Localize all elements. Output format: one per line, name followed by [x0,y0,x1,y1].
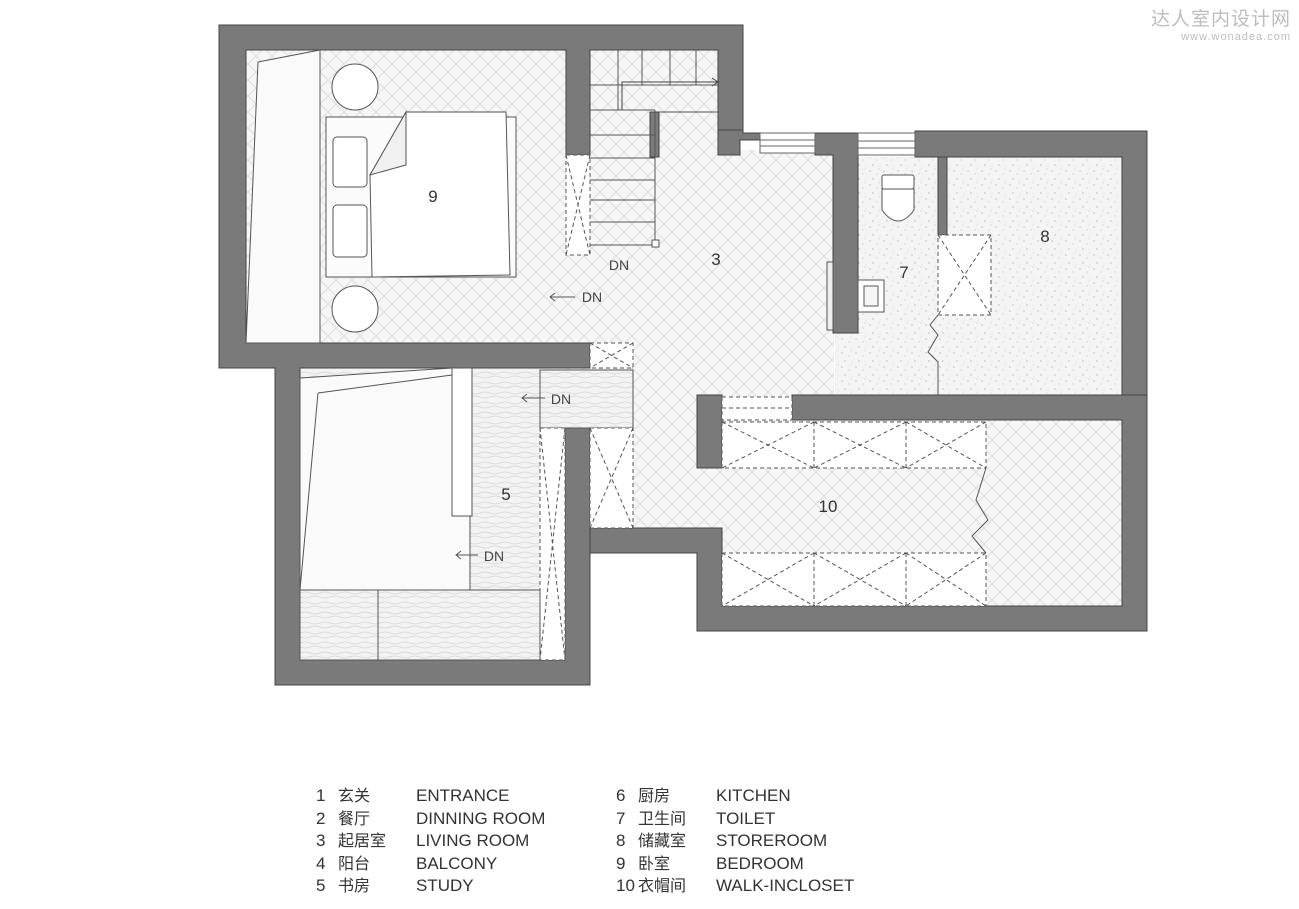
legend-item: 9 卧室 BEDROOM [616,853,916,876]
legend-chinese-name: 玄关 [338,786,371,805]
legend-number: 7 [616,808,626,828]
stair-dn-label: DN [551,391,571,407]
room-label-toilet: 7 [899,263,908,282]
staircase [590,50,719,248]
windows [759,132,916,156]
legend-english-name: DINNING ROOM [416,808,546,828]
sink [857,279,885,313]
legend-number: 4 [316,853,326,873]
legend-chinese-name: 书房 [338,876,371,895]
legend-chinese-name: 卫生间 [638,808,687,828]
watermark-title: 达人室内设计网 [1150,8,1291,30]
stair-dn-label: DN [484,548,504,564]
legend-item: 4 阳台 BALCONY [316,853,616,876]
room-label-walk-in-closet: 10 [819,497,838,516]
legend-number: 5 [316,876,326,895]
legend-number: 9 [616,853,626,873]
floor-plan: 9 3 7 8 5 10 DN DN DN DN [218,24,1148,686]
legend-english-name: STOREROOM [716,831,828,850]
wardrobe-bedroom [245,49,321,344]
legend-number: 1 [316,786,326,805]
watermark: 达人室内设计网 www.wonadea.com [1151,4,1291,43]
stair-dn-label: DN [582,289,602,305]
corridor-cabinets [539,342,793,529]
legend-number: 2 [316,808,326,828]
legend-chinese-name: 卧室 [638,853,671,873]
room-label-storeroom: 8 [1040,227,1049,246]
legend-item: 1 玄关 ENTRANCE [316,785,616,808]
legend-english-name: KITCHEN [716,786,791,805]
legend-chinese-name: 储藏室 [638,831,687,850]
study-furniture [299,367,566,661]
nightstand-lamp [331,285,379,333]
legend-chinese-name: 衣帽间 [638,876,687,895]
closet-cabinets [721,421,987,607]
legend-chinese-name: 阳台 [338,853,371,873]
legend-english-name: BALCONY [416,853,498,873]
legend-english-name: WALK-INCLOSET [716,876,855,895]
legend-chinese-name: 餐厅 [338,808,371,828]
legend-item: 10 衣帽间 WALK-INCLOSET [616,875,916,898]
legend-item: 7 卫生间 TOILET [616,808,916,831]
room-label-study: 5 [501,485,510,504]
legend-column-left: 1 玄关 ENTRANCE 2 餐厅 DINNING ROOM 3 起居室 LI… [316,785,616,898]
toilet-tank [881,174,915,190]
legend-item: 5 书房 STUDY [316,875,616,898]
legend-item: 6 厨房 KITCHEN [616,785,916,808]
nightstand-lamp [331,63,379,111]
legend-number: 10 [616,876,635,895]
legend-chinese-name: 厨房 [638,786,671,805]
legend-english-name: TOILET [716,808,776,828]
room-label-living-room: 3 [711,250,720,269]
legend-number: 8 [616,831,626,850]
pillow [332,136,368,188]
legend-chinese-name: 起居室 [338,831,387,850]
bedroom-furniture [245,49,591,344]
room-label-bedroom: 9 [428,187,437,206]
legend-item: 3 起居室 LIVING ROOM [316,830,616,853]
legend-column-right: 6 厨房 KITCHEN 7 卫生间 TOILET 8 储藏室 STOREROO… [616,785,916,898]
legend-item: 8 储藏室 STOREROOM [616,830,916,853]
legend-english-name: BEDROOM [716,853,804,873]
stair-dn-label: DN [609,257,629,273]
toilet-fixtures [826,174,992,395]
legend-english-name: STUDY [416,876,474,895]
legend-english-name: ENTRANCE [416,786,510,805]
legend-number: 6 [616,786,626,805]
walls [218,24,1148,686]
toilet-bowl [881,188,915,222]
legend-item: 2 餐厅 DINNING ROOM [316,808,616,831]
dn-arrows [455,292,575,560]
study-desk [299,367,471,591]
legend-english-name: LIVING ROOM [416,831,530,850]
legend-number: 3 [316,831,326,850]
watermark-url: www.wonadea.com [1181,31,1291,43]
pillow [332,204,368,258]
